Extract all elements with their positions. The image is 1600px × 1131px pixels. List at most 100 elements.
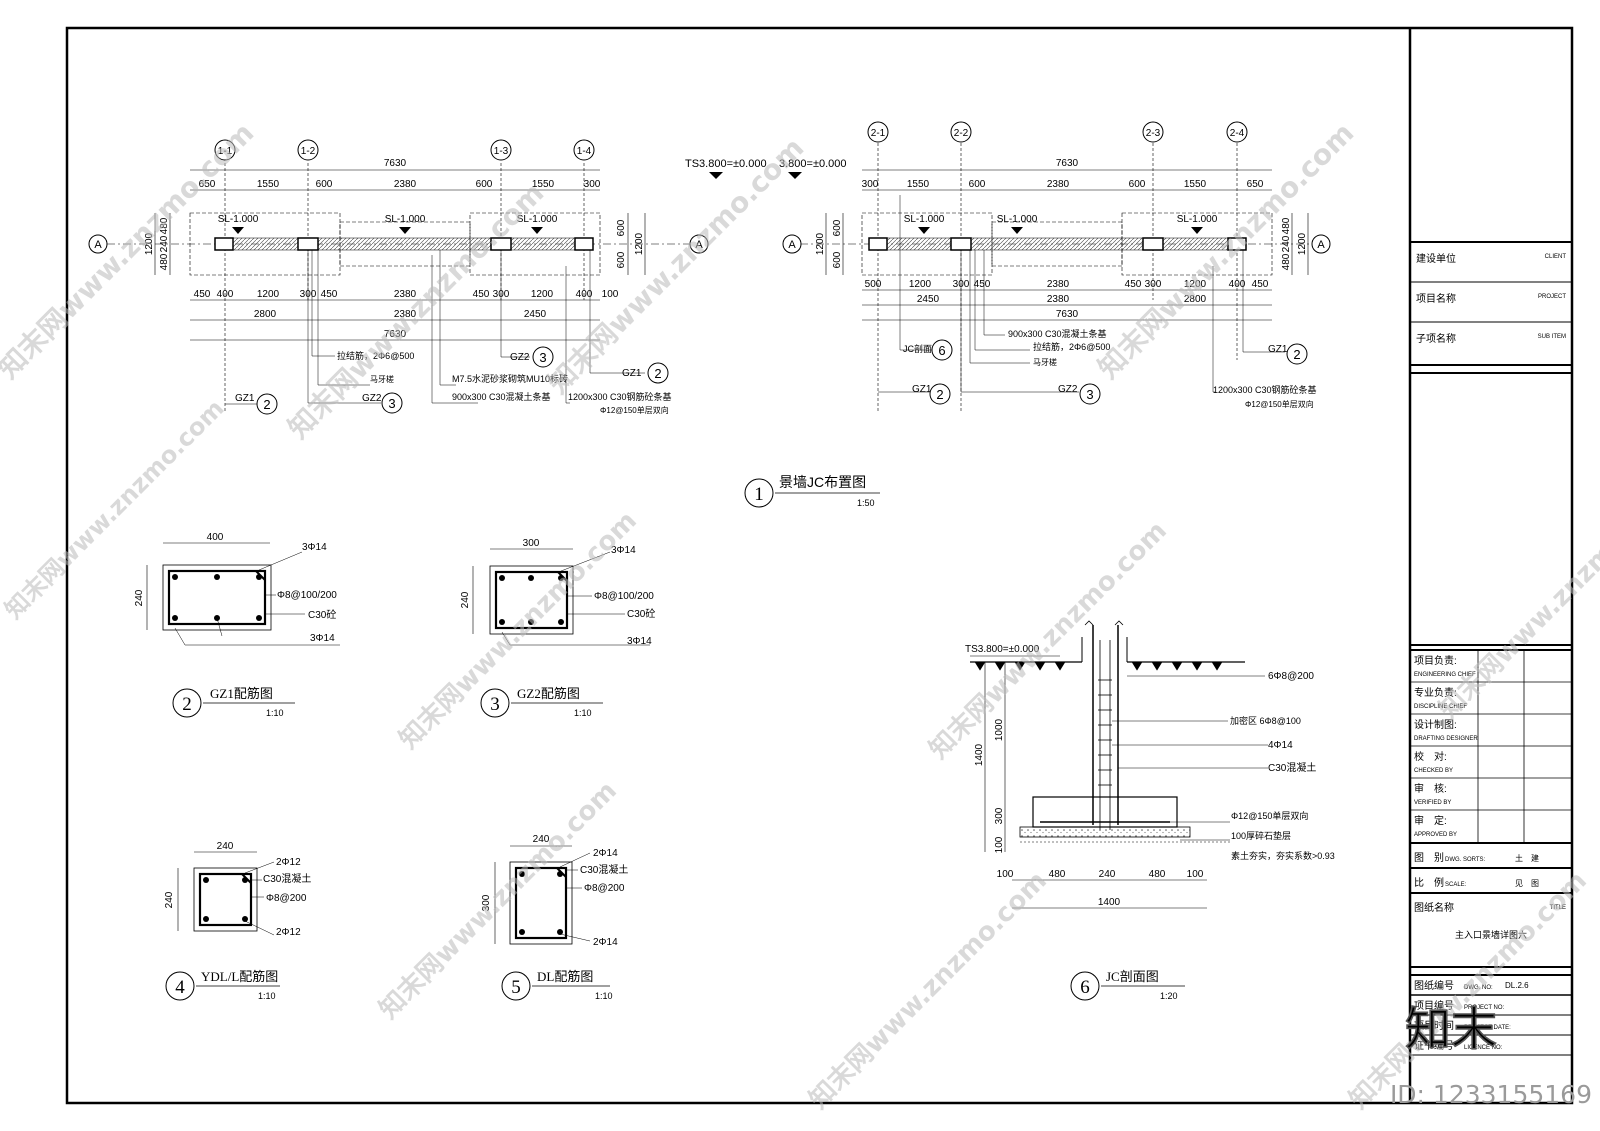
svg-text:2800: 2800: [254, 309, 277, 320]
svg-text:1400: 1400: [1098, 897, 1121, 908]
ydl-section: 240 240 2Φ12 C30混凝土 Φ8@200 2Φ12 4 YDL/L配…: [164, 841, 311, 1001]
svg-text:Φ12@150单层双向: Φ12@150单层双向: [1231, 810, 1308, 821]
svg-text:3Φ14: 3Φ14: [627, 636, 652, 647]
svg-text:100: 100: [997, 869, 1014, 880]
jc-section: TS3.800=±0.000 6Φ8@200 加密区 6Φ8@100: [965, 620, 1335, 1001]
svg-text:Φ8@200: Φ8@200: [584, 883, 625, 894]
svg-text:100: 100: [1187, 869, 1204, 880]
svg-text:300: 300: [1145, 279, 1162, 290]
svg-text:650: 650: [199, 179, 216, 190]
svg-text:C30砼: C30砼: [308, 608, 336, 621]
plan-1: 1-1 1-2 1-3 1-4 7630 650 1550 600 2380 6…: [88, 139, 709, 415]
svg-text:见 图: 见 图: [1515, 879, 1539, 888]
svg-text:1200: 1200: [1297, 232, 1308, 255]
svg-text:1200: 1200: [815, 232, 826, 255]
svg-text:900x300 C30混凝土条基: 900x300 C30混凝土条基: [1008, 328, 1107, 339]
svg-text:素土夯实，夯实系数>0.93: 素土夯实，夯实系数>0.93: [1231, 850, 1335, 861]
svg-text:TS3.800=±0.000: TS3.800=±0.000: [965, 644, 1040, 655]
svg-text:Φ8@200: Φ8@200: [266, 893, 307, 904]
svg-text:450: 450: [473, 289, 490, 300]
svg-text:600: 600: [832, 251, 843, 268]
svg-text:4Φ14: 4Φ14: [1268, 740, 1293, 751]
svg-text:SCALE:: SCALE:: [1445, 882, 1467, 888]
svg-text:C30混凝土: C30混凝土: [1268, 761, 1316, 774]
svg-text:3.800=±0.000: 3.800=±0.000: [779, 158, 847, 170]
svg-text:M7.5水泥砂浆砌筑MU10标砖: M7.5水泥砂浆砌筑MU10标砖: [452, 373, 568, 384]
svg-text:480: 480: [159, 253, 170, 270]
svg-text:1:10: 1:10: [595, 991, 613, 1001]
svg-text:2450: 2450: [524, 309, 547, 320]
svg-text:300: 300: [523, 538, 540, 549]
svg-text:4: 4: [175, 977, 185, 998]
svg-text:100: 100: [602, 289, 619, 300]
svg-text:项目负责:: 项目负责:: [1414, 654, 1457, 667]
svg-text:400: 400: [576, 289, 593, 300]
svg-text:TS3.800=±0.000: TS3.800=±0.000: [685, 158, 767, 170]
svg-text:3Φ14: 3Φ14: [310, 633, 335, 644]
svg-text:240: 240: [164, 891, 175, 908]
svg-text:GZ1: GZ1: [622, 368, 642, 379]
svg-text:知末网www.znzmo.com: 知末网www.znzmo.com: [394, 506, 643, 755]
svg-text:C30混凝土: C30混凝土: [263, 872, 311, 885]
watermark-logo: 知末 ID: 1233155169: [1390, 1002, 1592, 1109]
svg-text:240: 240: [159, 235, 170, 252]
svg-text:DWG. SORTS:: DWG. SORTS:: [1445, 857, 1486, 863]
svg-text:1:10: 1:10: [258, 991, 276, 1001]
axis-bubble-1-1: 1-1: [214, 139, 236, 412]
svg-text:480: 480: [1049, 869, 1066, 880]
svg-text:JC剖面图: JC剖面图: [1106, 969, 1159, 984]
svg-text:450: 450: [974, 279, 991, 290]
svg-text:GZ1: GZ1: [1268, 344, 1288, 355]
svg-text:GZ2: GZ2: [510, 352, 530, 363]
svg-text:SUB ITEM: SUB ITEM: [1538, 334, 1566, 340]
svg-text:子项名称: 子项名称: [1416, 332, 1456, 345]
svg-text:主入口景墙详图六: 主入口景墙详图六: [1455, 929, 1527, 940]
svg-text:1200: 1200: [909, 279, 932, 290]
svg-text:2380: 2380: [1047, 279, 1070, 290]
svg-text:3: 3: [490, 694, 500, 715]
svg-text:JC剖面: JC剖面: [903, 343, 932, 354]
svg-text:7630: 7630: [1056, 309, 1079, 320]
svg-text:马牙槎: 马牙槎: [1033, 357, 1057, 367]
svg-text:LICENCE NO:: LICENCE NO:: [1464, 1045, 1503, 1051]
svg-text:2380: 2380: [394, 179, 417, 190]
svg-text:2: 2: [654, 366, 661, 381]
svg-text:2Φ14: 2Φ14: [593, 937, 618, 948]
svg-text:3Φ14: 3Φ14: [302, 542, 327, 553]
svg-text:知末网www.znzmo.com: 知末网www.znzmo.com: [374, 776, 623, 1025]
svg-text:6: 6: [1080, 977, 1090, 998]
svg-text:校 对:: 校 对:: [1414, 750, 1447, 763]
svg-text:300: 300: [584, 179, 601, 190]
dl-section: 240 300 2Φ14 C30混凝土 Φ8@200 2Φ14 5 DL配筋图 …: [481, 834, 628, 1001]
leader-gz1-right: GZ1 2: [589, 250, 669, 384]
svg-text:图纸编号: 图纸编号: [1414, 979, 1454, 992]
svg-text:PROJECT: PROJECT: [1538, 294, 1566, 300]
svg-text:650: 650: [1247, 179, 1264, 190]
gz2-section: 300 240 3Φ14 Φ8@100/200 C30砼 3Φ14 3 GZ2配…: [460, 538, 655, 718]
plan-2: 2-1 2-2 2-3 2-4 7630 300 1550 600 2380 6…: [782, 121, 1331, 412]
svg-text:7630: 7630: [384, 329, 407, 340]
svg-text:1-2: 1-2: [301, 146, 316, 157]
svg-text:CLIENT: CLIENT: [1545, 254, 1567, 260]
axis-a-left-2: A: [788, 239, 796, 251]
svg-text:1200: 1200: [144, 232, 155, 255]
svg-text:600: 600: [1129, 179, 1146, 190]
svg-text:240: 240: [217, 841, 234, 852]
svg-text:1:10: 1:10: [574, 708, 592, 718]
svg-text:1550: 1550: [532, 179, 555, 190]
svg-text:审 核:: 审 核:: [1414, 782, 1447, 795]
svg-text:PROJECT NO:: PROJECT NO:: [1464, 1005, 1505, 1011]
svg-text:1200: 1200: [634, 232, 645, 255]
svg-text:APPROVED BY: APPROVED BY: [1414, 832, 1457, 838]
svg-text:DL配筋图: DL配筋图: [537, 969, 593, 984]
svg-text:项目编号: 项目编号: [1414, 999, 1454, 1012]
svg-text:1:50: 1:50: [857, 498, 875, 508]
svg-text:480: 480: [159, 217, 170, 234]
svg-text:Φ8@100/200: Φ8@100/200: [277, 590, 337, 601]
